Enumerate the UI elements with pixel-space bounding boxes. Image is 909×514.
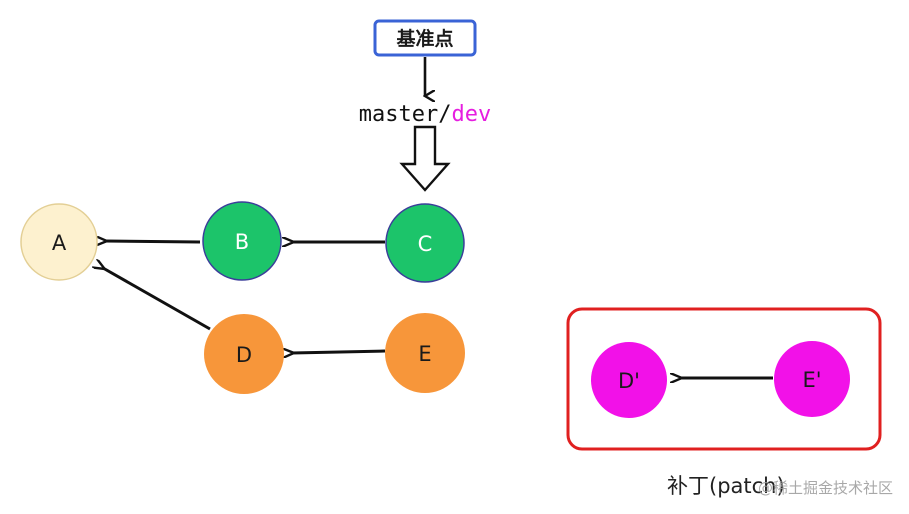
node-d-prime: D': [591, 342, 667, 418]
edge-e-d: [292, 351, 386, 353]
branch-master: master: [359, 102, 438, 127]
node-a: A: [20, 203, 98, 281]
base-point-label: 基准点: [395, 27, 453, 50]
node-c: C: [385, 203, 465, 283]
base-point-box: 基准点: [373, 19, 477, 57]
patch-box: [566, 307, 882, 451]
node-b-label: B: [235, 230, 249, 254]
branch-pointer-arrow: [399, 125, 451, 192]
node-d-label: D: [236, 343, 252, 367]
node-e-prime-label: E': [802, 368, 821, 392]
node-e-prime: E': [774, 341, 850, 417]
branch-label: master/dev: [359, 102, 491, 127]
patch-caption: 补丁(patch): [667, 474, 785, 498]
branch-dev: dev: [451, 102, 491, 127]
edge-b-a: [105, 241, 201, 242]
watermark: @稀土掘金技术社区: [758, 479, 893, 497]
node-c-label: C: [418, 232, 433, 256]
edge-d-a: [103, 268, 211, 331]
branch-separator: /: [438, 102, 451, 127]
node-a-label: A: [52, 231, 67, 255]
node-e: E: [385, 313, 465, 393]
node-b: B: [202, 201, 282, 281]
node-e-label: E: [418, 342, 431, 366]
node-d: D: [204, 314, 284, 394]
node-d-prime-label: D': [618, 369, 640, 393]
